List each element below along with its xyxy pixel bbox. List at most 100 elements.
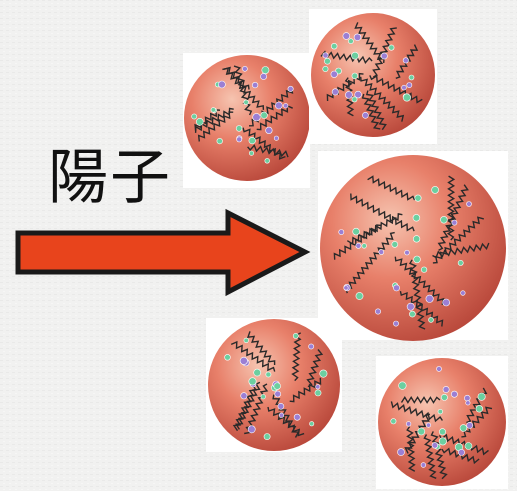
quark-green — [235, 125, 243, 132]
proton-top-left — [183, 53, 310, 188]
quark-purple — [431, 442, 439, 449]
quark-green — [260, 394, 266, 400]
quark-green — [292, 332, 299, 339]
quark-purple — [374, 308, 381, 315]
quark-green — [352, 227, 360, 236]
quark-purple — [330, 70, 338, 78]
quark-green — [388, 44, 395, 51]
quark-purple — [406, 302, 415, 311]
gluon-coil — [194, 109, 221, 132]
quark-green — [210, 107, 216, 113]
gluon-coil — [246, 331, 276, 365]
quark-purple — [378, 249, 385, 255]
gluon-coil — [367, 175, 416, 201]
gluon-coil — [446, 175, 456, 241]
gluon-coil — [400, 395, 441, 404]
gluon-coil — [365, 90, 387, 131]
quark-green — [351, 51, 359, 60]
quark-purple — [274, 390, 282, 398]
quark-purple — [242, 66, 248, 72]
quark-purple — [283, 103, 289, 109]
quark-green — [351, 72, 358, 80]
gluon-coil — [399, 290, 444, 327]
quark-green — [409, 310, 416, 318]
gluon-coil — [247, 144, 289, 158]
quark-purple — [247, 425, 256, 434]
gluon-coil — [344, 231, 395, 294]
quark-purple — [436, 366, 442, 372]
quark-green — [309, 421, 315, 427]
quark-green — [191, 113, 198, 120]
quark-purple — [338, 229, 345, 235]
gluon-coil — [361, 93, 381, 130]
quark-purple — [425, 422, 431, 428]
gluon-coil — [394, 256, 445, 306]
gluon-coil — [369, 74, 423, 104]
gluon-coil — [372, 27, 397, 78]
quark-green — [402, 93, 411, 102]
proton-top-right — [309, 9, 437, 144]
quark-green — [459, 424, 468, 432]
quark-green — [438, 428, 446, 436]
gluon-coil — [390, 401, 443, 423]
quark-purple — [393, 320, 399, 327]
proton-sphere — [311, 13, 435, 137]
quark-purple — [287, 85, 294, 92]
quark-purple — [450, 390, 458, 398]
quark-purple — [260, 73, 267, 80]
quark-green — [457, 259, 464, 266]
quark-purple — [442, 298, 451, 307]
gluon-coil — [289, 377, 322, 403]
quark-purple — [293, 413, 301, 421]
quark-purple — [451, 219, 458, 226]
gluon-coil — [197, 111, 234, 142]
quark-purple — [380, 52, 388, 60]
gluon-coil — [406, 426, 416, 472]
quark-green — [475, 405, 483, 413]
quark-green — [253, 368, 262, 377]
quark-green — [248, 137, 256, 145]
gluon-coil — [423, 434, 437, 479]
quark-purple — [315, 384, 321, 390]
quark-purple — [308, 343, 315, 350]
quark-green — [413, 255, 421, 264]
quark-green — [273, 382, 281, 390]
proton-bottom-right — [376, 356, 508, 489]
quark-green — [319, 369, 328, 378]
quark-purple — [458, 448, 465, 456]
arrow-icon — [15, 208, 311, 297]
quark-green — [348, 38, 354, 45]
quark-green — [196, 118, 204, 126]
gluon-coil — [222, 67, 265, 110]
quark-purple — [277, 402, 285, 410]
quark-green — [249, 150, 255, 156]
quark-purple — [406, 421, 412, 427]
quark-green — [243, 337, 249, 344]
quark-purple — [466, 201, 472, 207]
quark-green — [390, 418, 397, 425]
quark-purple — [460, 290, 466, 296]
quark-green — [412, 214, 421, 222]
quark-purple — [252, 81, 259, 89]
quark-purple — [393, 284, 400, 292]
quark-purple — [343, 285, 349, 291]
quark-purple — [464, 394, 471, 402]
quark-green — [428, 317, 434, 323]
proton-sphere — [184, 55, 310, 181]
quark-green — [438, 437, 447, 446]
gluon-coil — [248, 86, 294, 127]
quark-purple — [322, 52, 329, 59]
quark-green — [243, 99, 249, 106]
quark-green — [398, 381, 407, 390]
quark-purple — [218, 80, 226, 89]
gluon-coil — [333, 224, 382, 260]
gluon-coil — [326, 72, 364, 102]
quark-green — [431, 186, 439, 194]
gluon-coil — [432, 216, 484, 264]
gluon-coil — [230, 340, 276, 372]
quark-green — [421, 266, 428, 273]
quark-purple — [345, 91, 353, 99]
proton-center-large — [318, 151, 508, 341]
quark-purple — [278, 412, 285, 418]
